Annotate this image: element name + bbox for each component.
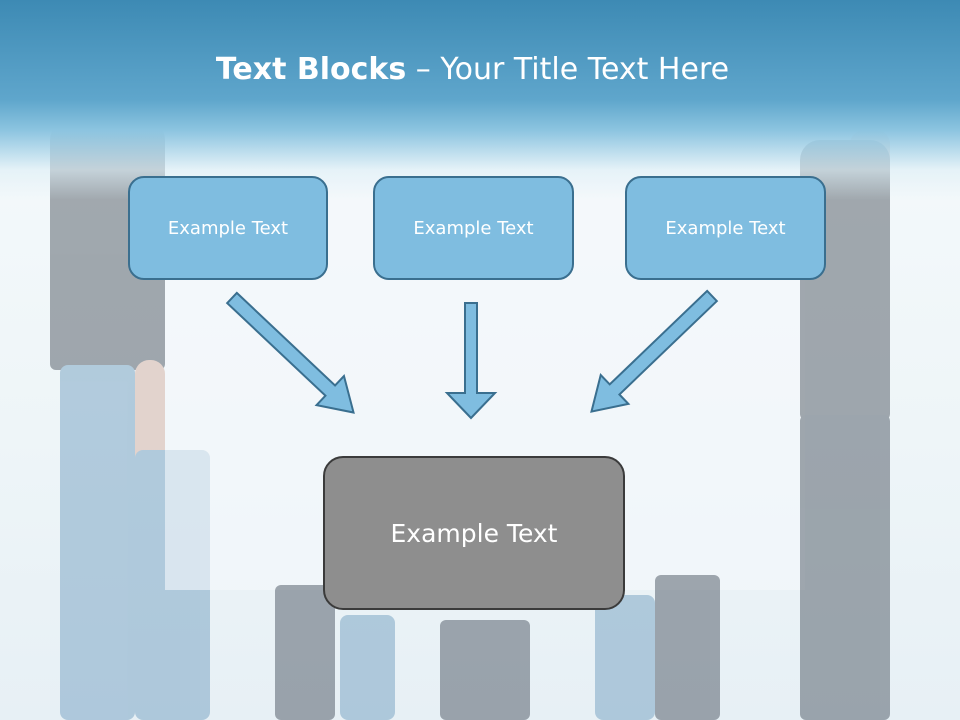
text-block-2[interactable]: Example Text (373, 176, 574, 280)
text-block-1[interactable]: Example Text (128, 176, 328, 280)
arrow-down-icon (444, 302, 498, 420)
title-bar (0, 0, 960, 200)
title-rest: Your Title Text Here (440, 52, 730, 87)
slide-title: Text Blocks – Your Title Text Here (0, 52, 945, 87)
title-bold: Text Blocks (215, 52, 407, 87)
title-dash: – (406, 52, 441, 87)
arrow-down-right-icon (225, 291, 355, 414)
arrow-down-left-icon (590, 289, 719, 413)
text-block-3[interactable]: Example Text (625, 176, 826, 280)
standing-legs (270, 575, 730, 720)
main-text-block[interactable]: Example Text (323, 456, 625, 610)
